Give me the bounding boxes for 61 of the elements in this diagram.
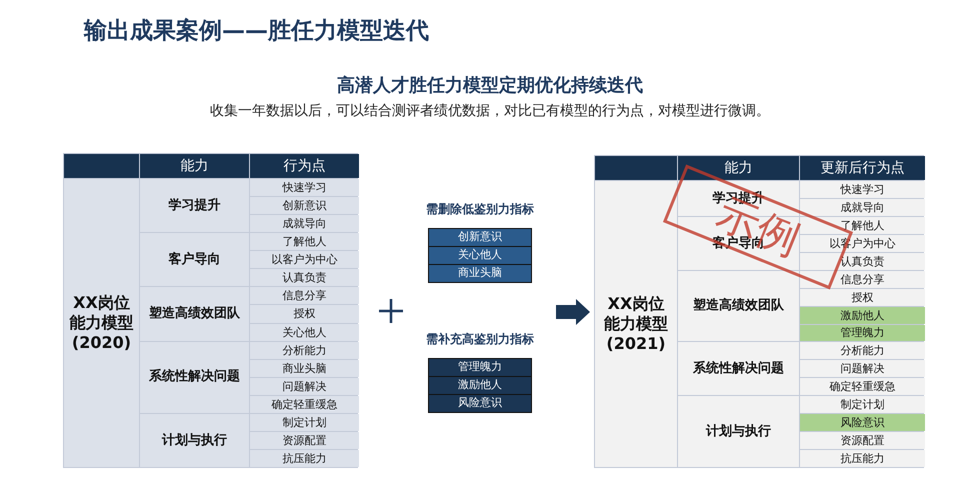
table-cell: 计划与执行 [140,414,249,467]
description: 收集一年数据以后，可以结合测评者绩优数据，对比已有模型的行为点，对模型进行微调。 [210,102,770,121]
list-heading: 需删除低鉴别力指标 [426,201,534,218]
list-heading: 需补充高鉴别力指标 [426,331,534,348]
table-cell: 学习提升 [140,179,249,232]
table-cell: 成就导向 [250,215,359,232]
table-cell: 管理魄力 [800,324,925,342]
table-cell: 问题解决 [250,378,359,395]
table-cell: 抗压能力 [800,450,925,467]
table-cell: 抗压能力 [250,450,359,467]
table-cell: 制定计划 [250,414,359,431]
table-cell: 信息分享 [800,270,925,288]
table-cell: 认真负责 [800,252,925,270]
table-cell: XX岗位能力模型(2020) [64,179,139,467]
table-cell: 问题解决 [800,360,925,378]
indicator-row: 关心他人 [429,247,531,264]
table-cell: 快速学习 [250,179,359,196]
table-cell: 制定计划 [800,396,925,414]
table-cell: 资源配置 [800,432,925,450]
table-cell: 确定轻重缓急 [800,378,925,396]
competency-table [63,153,358,468]
table-cell: 商业头脑 [250,360,359,377]
table-cell: 了解他人 [800,216,925,234]
table-cell: 授权 [250,305,359,322]
table-cell: 激励他人 [800,306,925,324]
table-cell: 以客户为中心 [250,251,359,268]
header-cell: 能力 [678,156,799,180]
table-cell: 计划与执行 [678,396,799,467]
table-cell: 系统性解决问题 [140,342,249,413]
table-cell: 认真负责 [250,269,359,286]
table-cell: 分析能力 [800,342,925,360]
table-cell: XX岗位能力模型(2021) [595,181,677,467]
table-cell: 确定轻重缓急 [250,396,359,413]
indicator-list [428,228,532,283]
table-cell: 关心他人 [250,324,359,341]
subtitle: 高潜人才胜任力模型定期优化持续迭代 [337,74,643,98]
table-cell: 快速学习 [800,181,925,198]
table-cell: 塑造高绩效团队 [678,270,799,342]
table-cell: 系统性解决问题 [678,342,799,396]
indicator-row: 创新意识 [429,229,531,246]
table-cell: 创新意识 [250,197,359,214]
table-cell: 客户导向 [140,233,249,286]
table-cell: 授权 [800,288,925,306]
table-cell: 资源配置 [250,432,359,449]
table-cell: 成就导向 [800,198,925,216]
table-cell: 分析能力 [250,342,359,359]
table-cell: 塑造高绩效团队 [140,287,249,341]
competency-table [594,155,924,468]
header-cell: 能力 [140,154,249,178]
indicator-row: 管理魄力 [429,359,531,376]
indicator-row: 风险意识 [429,395,531,412]
table-cell: 风险意识 [800,414,925,432]
indicator-row: 商业头脑 [429,265,531,282]
page-title: 输出成果案例——胜任力模型迭代 [84,16,429,46]
indicator-list [428,358,532,413]
block-arrow [556,299,590,325]
header-cell: 更新后行为点 [800,156,925,180]
table-cell: 信息分享 [250,287,359,304]
indicator-row: 激励他人 [429,377,531,394]
table-cell: 了解他人 [250,233,359,250]
header-cell: 行为点 [250,154,359,178]
